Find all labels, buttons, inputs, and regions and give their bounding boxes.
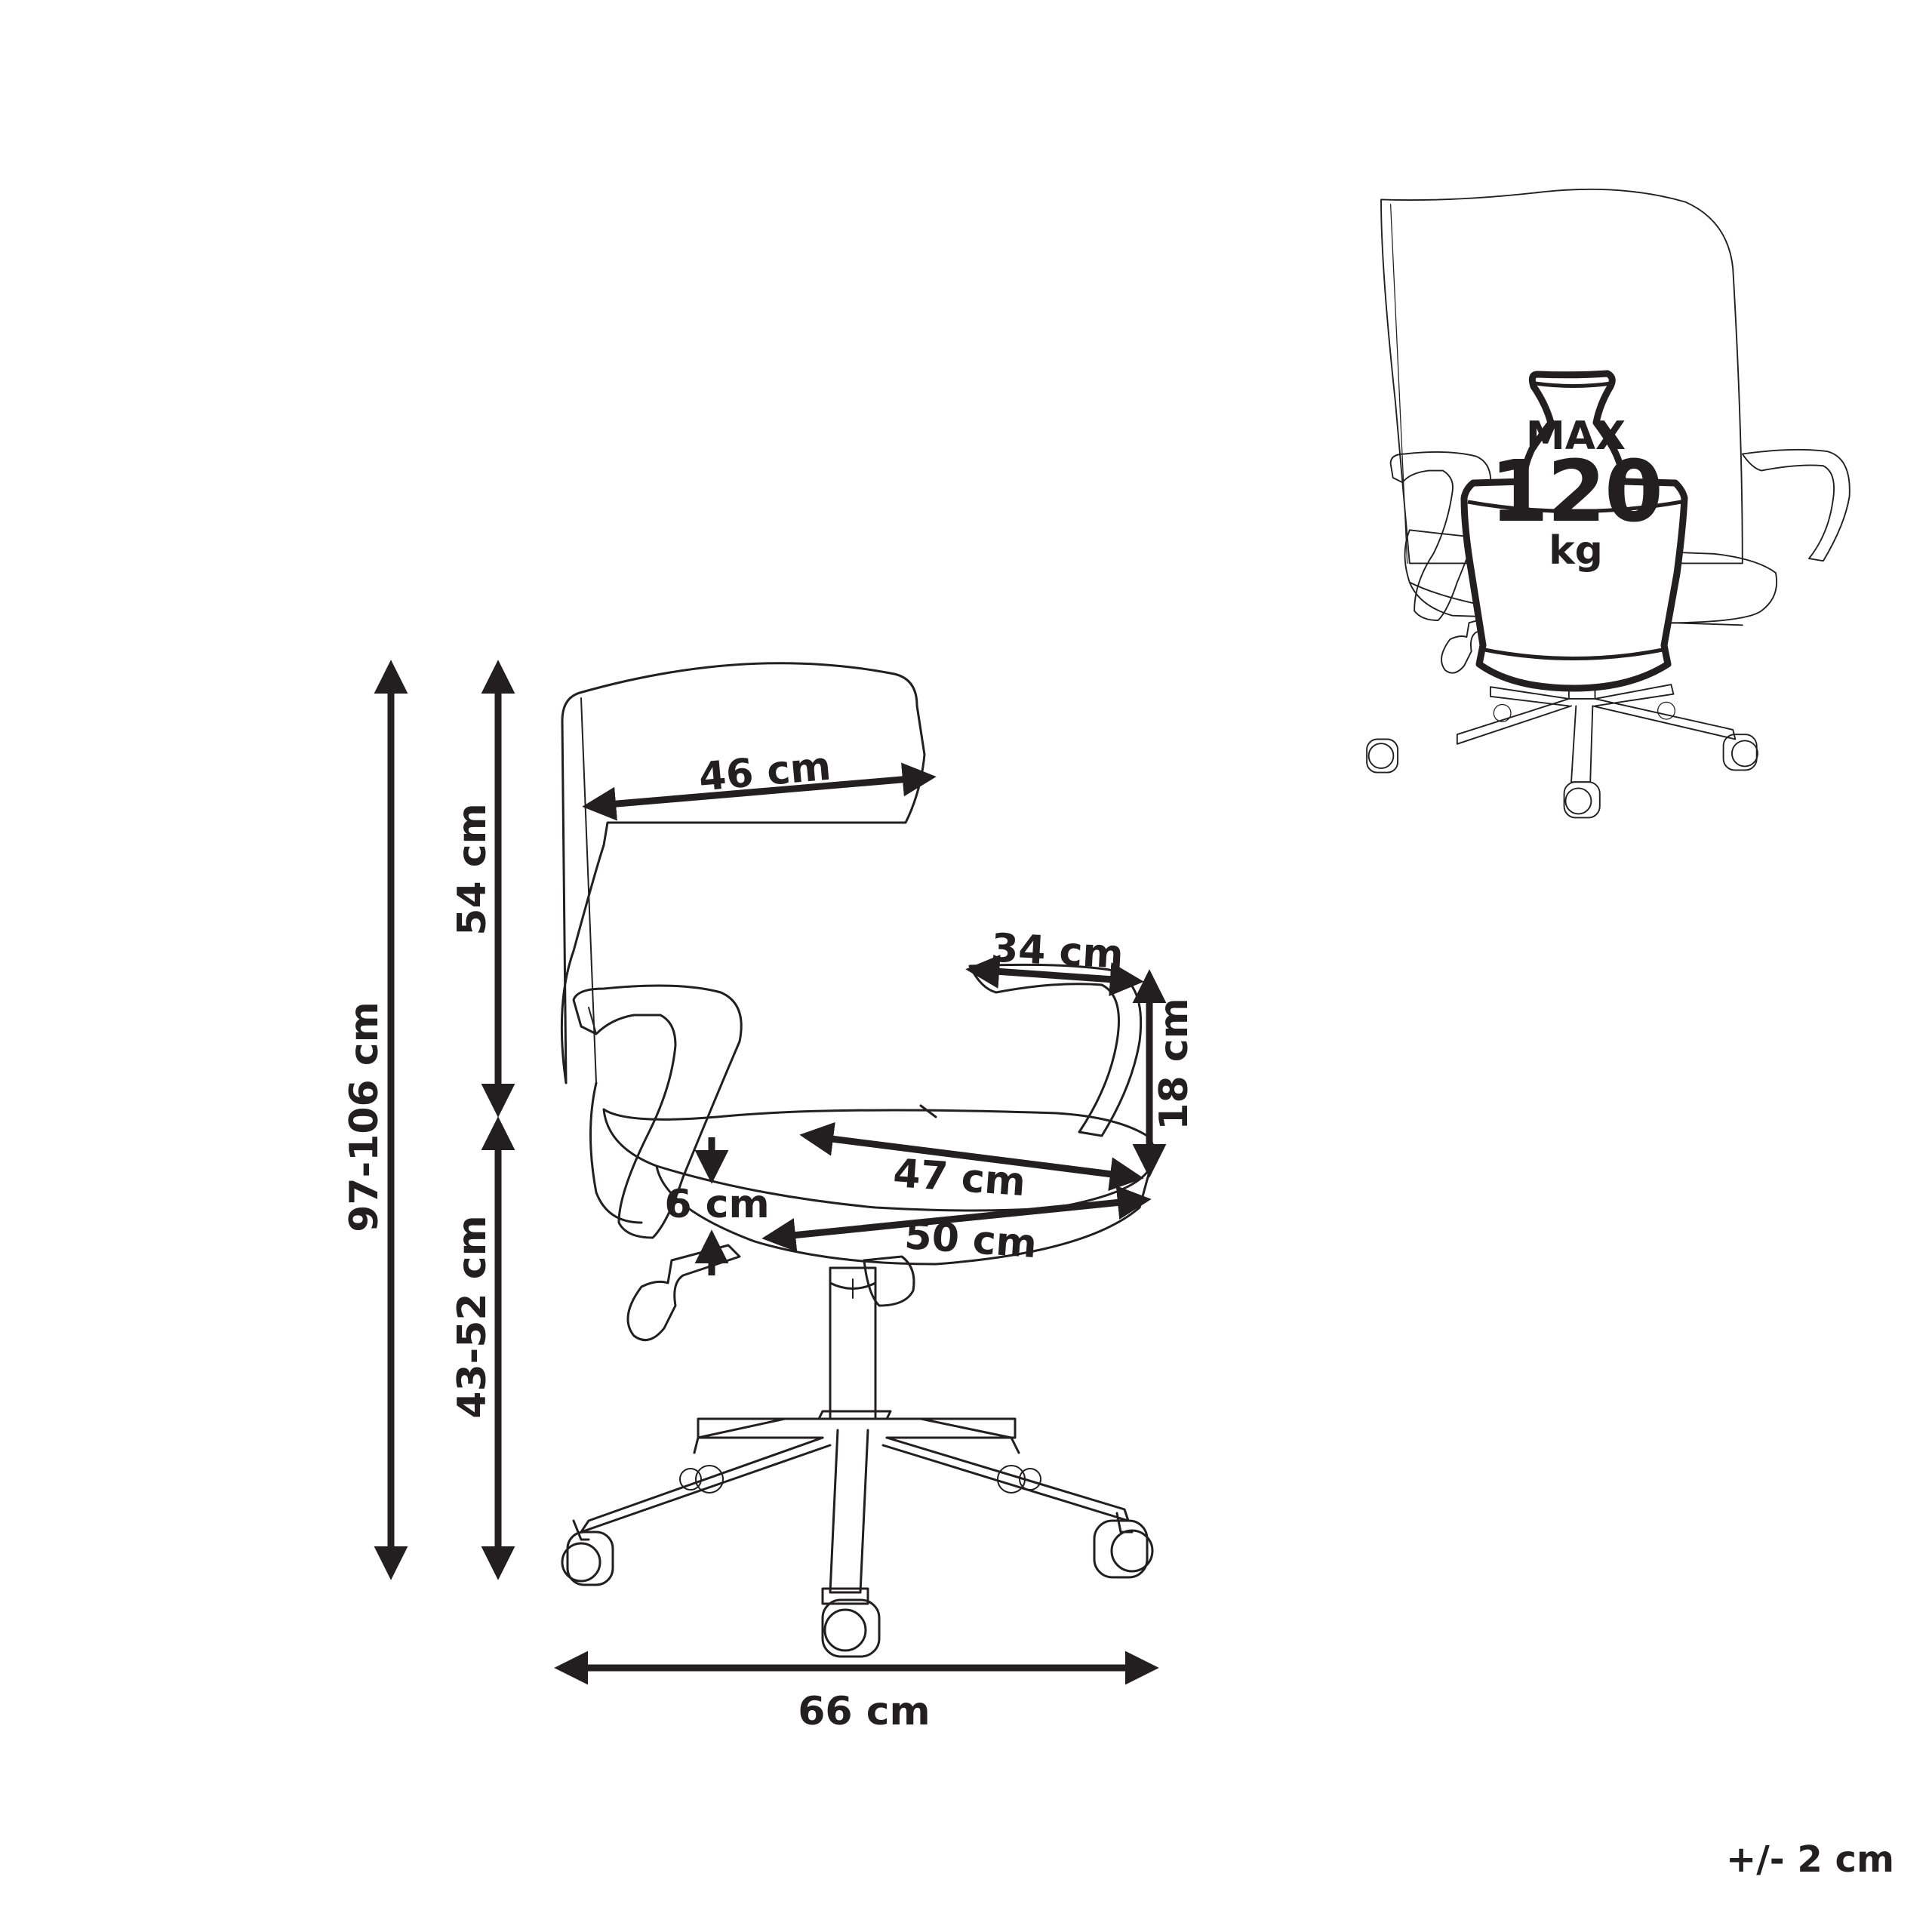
caster — [1093, 1512, 1154, 1579]
armrest-height-label: 18 cm — [1152, 998, 1197, 1130]
armrest-length-arrow — [965, 954, 1144, 997]
backrest-height-label: 54 cm — [450, 803, 495, 935]
seat-thickness-label: 6 cm — [664, 1182, 769, 1227]
max-load-unit: kg — [1549, 528, 1603, 574]
caster — [561, 1519, 614, 1586]
max-load-weight-icon: MAX 120 kg — [1460, 370, 1688, 692]
seat-width-arrow — [761, 1186, 1152, 1252]
caster — [679, 1465, 724, 1494]
backrest-width-label: 46 cm — [697, 744, 832, 801]
backrest-width-arrow — [582, 762, 937, 821]
base-width-label: 66 cm — [798, 1689, 930, 1734]
office-chair-drawing — [560, 662, 1155, 1658]
seat-depth-label: 47 cm — [892, 1151, 1027, 1205]
max-load-label: MAX — [1526, 414, 1626, 459]
tolerance-note: +/- 2 cm — [1726, 1838, 1894, 1881]
caster — [821, 1587, 881, 1658]
caster — [997, 1465, 1041, 1494]
dimension-labels: 46 cm 54 cm 97-106 cm 43-52 cm 34 cm 18 … — [342, 744, 1197, 1734]
total-height-label: 97-106 cm — [342, 1001, 387, 1232]
max-load-value: 120 — [1490, 443, 1662, 541]
seat-width-label: 50 cm — [903, 1213, 1038, 1267]
armrest-length-label: 34 cm — [990, 925, 1124, 977]
seat-height-label: 43-52 cm — [450, 1215, 495, 1418]
seat-depth-arrow — [799, 1121, 1144, 1192]
dimension-arrows — [374, 660, 1167, 1685]
